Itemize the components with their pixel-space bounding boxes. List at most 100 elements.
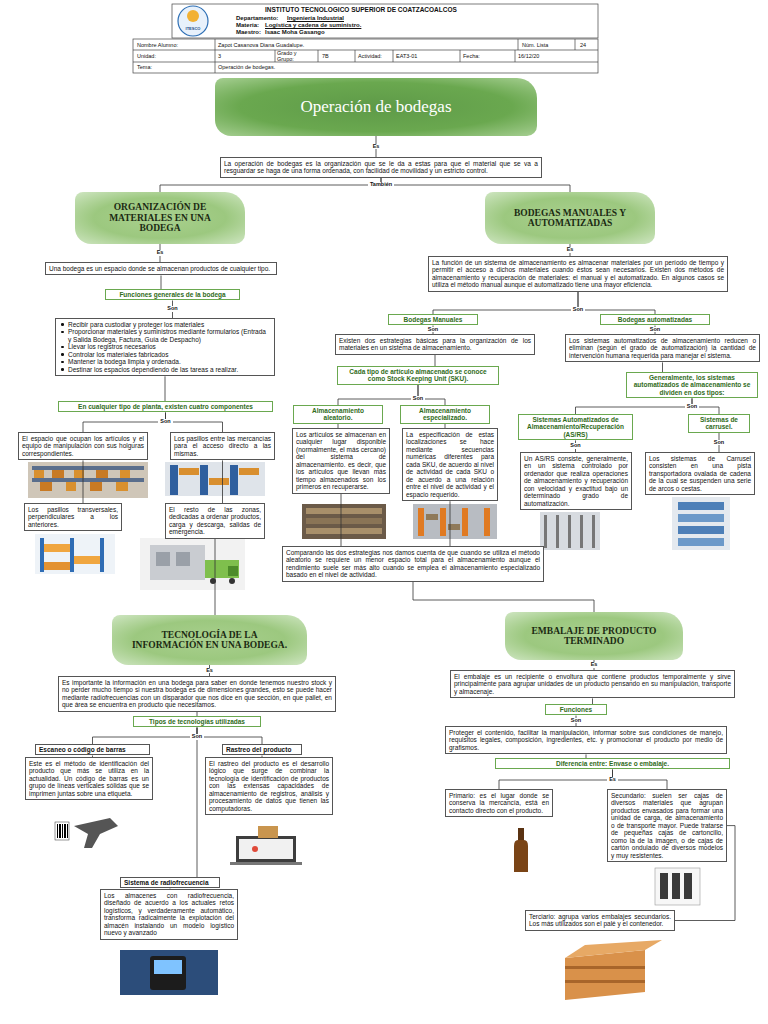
header-frame-part <box>133 39 598 73</box>
aisle-photo-part <box>200 465 208 495</box>
node-text: Escaneo o código de barras <box>39 746 146 753</box>
asrs-photo-part <box>568 515 571 548</box>
header-text: Tema: <box>137 64 197 70</box>
node-text: Bodegas automatizadas <box>604 316 706 323</box>
bottle-illustration-part <box>514 840 528 872</box>
concept-box: Un AS/RS consiste, generalmente, en un s… <box>520 452 632 510</box>
aisle-photo <box>165 462 265 496</box>
aisle-photo-part <box>165 462 265 496</box>
barcode-scanner-part <box>55 822 69 840</box>
tracking-laptop-part <box>239 839 293 859</box>
header-text: Nombre Alumno: <box>137 42 212 48</box>
wooden-crate-illustration <box>565 940 662 1000</box>
node-text: Los sistemas automatizados de almacenami… <box>569 337 756 359</box>
concept-box: Los artículos se almacenan en cualquier … <box>292 428 390 494</box>
connector-line <box>197 728 262 745</box>
connector-line <box>161 276 162 290</box>
node-text: Terciario: agrupa varios embalajes secun… <box>529 913 671 928</box>
barcode-scanner-part <box>59 824 61 838</box>
heading-box: Funciones <box>545 704 607 715</box>
node-text: Los sistemas de Carrusel consisten en un… <box>649 455 751 492</box>
header-text: 3 <box>218 53 238 59</box>
node-text: Primario: es el lugar donde se conserva … <box>449 792 549 814</box>
header-frame-part <box>215 39 216 73</box>
header-text: ITESCO <box>176 27 210 31</box>
warehouse-photo-part <box>90 482 102 491</box>
section-banner: BODEGAS MANUALES Y AUTOMATIZADAS <box>485 192 655 244</box>
truck-illustration-part <box>228 566 238 576</box>
heading-box: Funciones generales de la bodega <box>105 289 240 300</box>
list-item: Proporcionar materiales y suministros me… <box>68 328 271 343</box>
connector-label: Es <box>607 777 618 783</box>
heading-box: Almacenamiento aleatorio. <box>293 405 383 424</box>
concept-box: Es importante la información en una bode… <box>58 676 336 712</box>
header-frame-part <box>575 39 576 50</box>
connector-label: Son <box>685 404 699 410</box>
carton-box-illustration <box>655 868 700 905</box>
node-text: Operación de bodegas <box>300 98 451 117</box>
heading-box: Tipos de tecnologías utilizadas <box>133 716 261 727</box>
wooden-crate-illustration-part <box>565 966 645 969</box>
header-text: 16/12/20 <box>518 53 563 59</box>
concept-box: Este es el método de identificación del … <box>25 757 153 800</box>
header-text: EAT3-01 <box>396 53 451 59</box>
warehouse-photo-part <box>66 482 76 491</box>
random-storage-photo-part <box>306 518 382 524</box>
node-text: Es importante la información en una bode… <box>62 679 332 709</box>
warehouse-photo-part <box>52 470 64 478</box>
school-logo-part <box>187 10 199 22</box>
section-banner: EMBALAJE DE PRODUCTO TERMINADO <box>505 612 683 660</box>
connector-label: Son <box>165 306 179 312</box>
header-frame-part <box>460 50 461 62</box>
concept-box: El espacio que ocupan los artículos y el… <box>18 432 148 460</box>
header-text: Grado y Grupo: <box>277 50 307 62</box>
heading-box: Sistemas de carrusel. <box>688 414 750 433</box>
concept-box: El rastreo del producto es el desarrollo… <box>205 757 333 815</box>
aisle-photo-part <box>209 478 229 485</box>
node-text: En cualquier tipo de planta, existen cua… <box>62 403 269 410</box>
node-text: Bodegas Manuales <box>392 316 474 323</box>
type-box: Escaneo o código de barras <box>35 744 150 755</box>
node-text: Los pasillos entre las mercancías para e… <box>174 435 271 457</box>
node-text: Funciones <box>549 706 603 713</box>
asrs-photo-part <box>580 515 583 548</box>
connector-line <box>433 292 578 314</box>
warehouse-photo-part <box>28 462 148 498</box>
header-text: Fecha: <box>463 53 498 59</box>
wooden-crate-illustration-part <box>565 980 645 983</box>
asrs-photo-part <box>592 515 595 548</box>
truck-illustration-part <box>140 538 245 590</box>
concept-box: Los pasillos entre las mercancías para e… <box>170 432 275 460</box>
random-storage-photo <box>302 504 386 539</box>
racks-illustration-part <box>100 538 104 572</box>
random-storage-photo-part <box>306 528 382 534</box>
connector-line <box>662 362 663 372</box>
connector-line <box>418 385 445 405</box>
connector-line <box>93 728 198 745</box>
tracking-laptop-part <box>236 836 296 862</box>
section-banner: TECNOLOGÍA DE LA INFORMACIÓN EN UNA BODE… <box>112 615 307 665</box>
carousel-photo-part <box>678 526 724 534</box>
node-text: Los pasillos transversales, perpendicula… <box>28 506 118 528</box>
concept-box: Los almacenes con radiofrecuencia, diseñ… <box>100 889 238 940</box>
asrs-photo <box>540 512 600 550</box>
wooden-crate-illustration-part <box>565 940 662 958</box>
specialized-storage-photo-part <box>440 508 446 536</box>
node-text: Comparando las dos estrategias nos damos… <box>286 549 540 579</box>
concept-box: Los pasillos transversales, perpendicula… <box>24 503 122 531</box>
type-box: Sistema de radiofrecuencia <box>120 877 220 888</box>
node-text: La operación de bodegas es la organizaci… <box>224 160 538 175</box>
connector-line <box>166 413 223 433</box>
connector-label: Es <box>204 668 215 674</box>
connector-label: Es <box>371 144 382 150</box>
node-text: Sistema de radiofrecuencia <box>124 879 216 886</box>
truck-illustration-part <box>205 560 239 578</box>
connector-line <box>197 728 198 878</box>
tracking-laptop-part <box>230 862 302 865</box>
aisle-photo-part <box>230 465 238 495</box>
connector-label: Son <box>411 396 425 402</box>
random-storage-photo-part <box>306 508 382 514</box>
specialized-storage-photo-part <box>462 508 468 536</box>
racks-illustration-part <box>74 556 100 564</box>
header-text: Materia: <box>236 22 266 29</box>
